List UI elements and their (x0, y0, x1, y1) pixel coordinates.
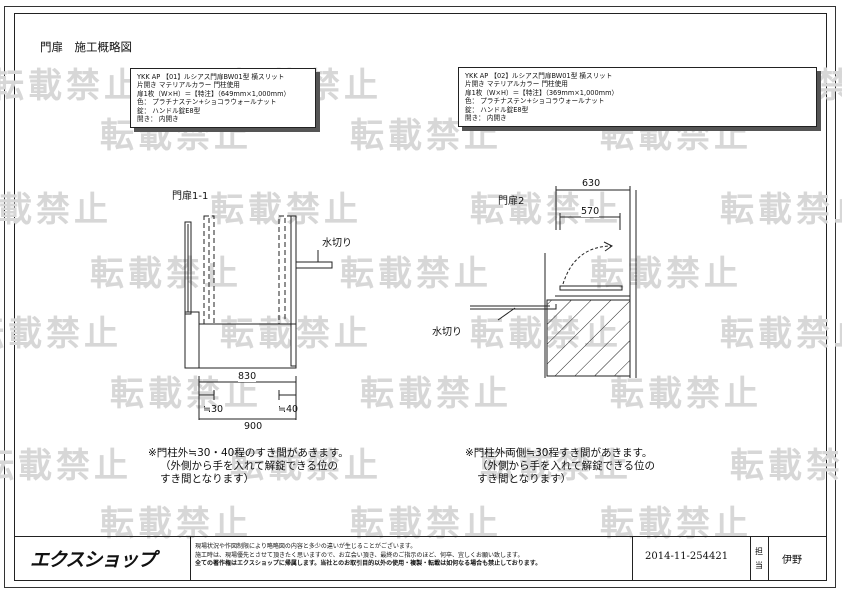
spec-1-line: 色： プラチナステン+ショコラウォールナット (137, 98, 277, 107)
gate-2-title: 門扉2 (498, 196, 525, 207)
watermark-text: 転載禁止 (720, 190, 842, 230)
watermark-text: 転載禁止 (350, 504, 502, 544)
watermark-text: 転載禁止 (100, 504, 252, 544)
tantou-name-cell: 伊野 (768, 537, 827, 581)
note-1-line: ※門柱外≒30・40程のすき間があきます。 (148, 447, 349, 459)
gate-1-right-wall (290, 215, 297, 367)
disclaimer-cell: 現場状況や作図制限により略略図の内容と多少の違いが生じることがございます。 施工… (190, 537, 632, 581)
inner-frame (14, 13, 827, 581)
watermark-text: 転載禁止 (730, 446, 842, 486)
watermark-text: 転載禁止 (110, 374, 262, 414)
watermark-text: 転載禁止 (360, 374, 512, 414)
watermark-text: 転載禁止 (590, 254, 742, 294)
tantou-label-1: 担 (755, 547, 763, 556)
drawing-number-cell: 2014-11-254421 (632, 537, 750, 581)
gate-2-dim-630: 630 (582, 178, 601, 189)
spec-box-1: YKK AP 【01】ルシアス門扉BW01型 横スリット 片開き マテリアルカラ… (130, 68, 316, 129)
note-1-line: すき間となります） (160, 473, 255, 485)
watermark-text: 転載禁止 (90, 254, 242, 294)
spec-1-line: 開き： 内開き (137, 114, 179, 123)
page-title: 門扉 施工概略図 (40, 40, 132, 54)
watermark-text: 転載禁止 (0, 314, 122, 354)
spec-2-line: 扉1枚（W×H）＝【特注】（369mm×1,000mm） (465, 88, 619, 97)
watermark-text: 転載禁止 (480, 446, 632, 486)
spec-2-line: 開き： 内開き (465, 113, 507, 122)
spec-2-line: 片開き マテリアルカラー 門柱使用 (465, 80, 568, 89)
watermark-text: 転載禁止 (0, 66, 142, 106)
watermark-text: 転載禁止 (720, 314, 842, 354)
gate-1-base-left (184, 311, 200, 369)
note-2-line: すき間となります） (477, 473, 572, 485)
watermark-text: 転載禁止 (600, 504, 752, 544)
watermark-text: 転載禁止 (0, 446, 132, 486)
disclaimer-line: 全ての著作権はエクスショップに帰属します。当社とのお取引目的以外の使用・複製・転… (195, 560, 542, 567)
gate-1-dim-gap-left: ≒30 (203, 404, 224, 415)
note-2-line: （外側から手を入れて解錠できる位の (477, 460, 655, 472)
spec-2-line: 錠： ハンドル錠E8型 (465, 105, 529, 114)
gate-1-dim-900: 900 (244, 421, 263, 432)
spec-box-2: YKK AP 【02】ルシアス門扉BW01型 横スリット 片開き マテリアルカラ… (458, 67, 817, 128)
note-1-line: （外側から手を入れて解錠できる位の (160, 460, 338, 472)
gate-1-geometry (184, 215, 333, 420)
title-block: エクスショップ 現場状況や作図制限により略略図の内容と多少の違いが生じることがご… (14, 536, 827, 581)
watermark-text: 転載禁止 (610, 374, 762, 414)
gate-2-swing-arrow (603, 241, 613, 252)
spec-2-line: 色： プラチナステン+ショコラウォールナット (465, 97, 605, 106)
spec-1-line: 片開き マテリアルカラー 門柱使用 (137, 81, 240, 90)
tantou-label-cell: 担 当 (750, 537, 768, 581)
watermark-text: 転載禁止 (230, 446, 382, 486)
gate-1-mizukiri-label: 水切り (322, 238, 352, 249)
watermark-text: 転載禁止 (0, 190, 112, 230)
watermark-text: 転載禁止 (220, 314, 372, 354)
watermark-text: 転載禁止 (210, 190, 362, 230)
disclaimer-line: 施工時は、現場優先とさせて頂きたく思いますので、お立会い頂き、最終のご指示のほど… (195, 551, 524, 559)
tantou-name: 伊野 (782, 555, 802, 566)
gate-1-mizukiri (295, 261, 333, 269)
note-2: ※門柱外両側≒30程すき間があきます。 （外側から手を入れて解錠できる位の すき… (465, 447, 655, 486)
drawing-number: 2014-11-254421 (645, 551, 729, 562)
spec-1-line: 扉1枚（W×H）＝【特注】（649mm×1,000mm） (137, 89, 291, 98)
gate-2-mizukiri-label: 水切り (432, 327, 462, 338)
gate-1-dim-830: 830 (238, 371, 257, 382)
outer-frame (4, 6, 836, 588)
note-2-line: ※門柱外両側≒30程すき間があきます。 (465, 447, 653, 459)
gate-2-foundation (546, 299, 631, 377)
tantou-label-2: 当 (755, 561, 763, 570)
watermark-text: 転載禁止 (340, 254, 492, 294)
spec-2-line: YKK AP 【02】ルシアス門扉BW01型 横スリット (465, 72, 613, 80)
gate-1-left-post (184, 221, 192, 315)
spec-1-line: 錠： ハンドル錠E8型 (137, 106, 201, 115)
gate-1-base (198, 323, 297, 369)
disclaimer-line: 現場状況や作図制限により略略図の内容と多少の違いが生じることがございます。 (195, 543, 417, 550)
note-1: ※門柱外≒30・40程のすき間があきます。 （外側から手を入れて解錠できる位の … (148, 447, 349, 486)
gate-2-dim-570: 570 (581, 206, 600, 217)
gate-1-dim-gap-right: ≒40 (278, 404, 299, 415)
gate-2-gate-bar (559, 285, 623, 291)
gate-2-geometry (470, 186, 637, 378)
company-logo: エクスショップ (30, 549, 156, 571)
gate-1-title: 門扉1-1 (172, 191, 209, 202)
gate-2-swing-arc (562, 245, 613, 285)
spec-1-line: YKK AP 【01】ルシアス門扉BW01型 横スリット (137, 73, 285, 81)
